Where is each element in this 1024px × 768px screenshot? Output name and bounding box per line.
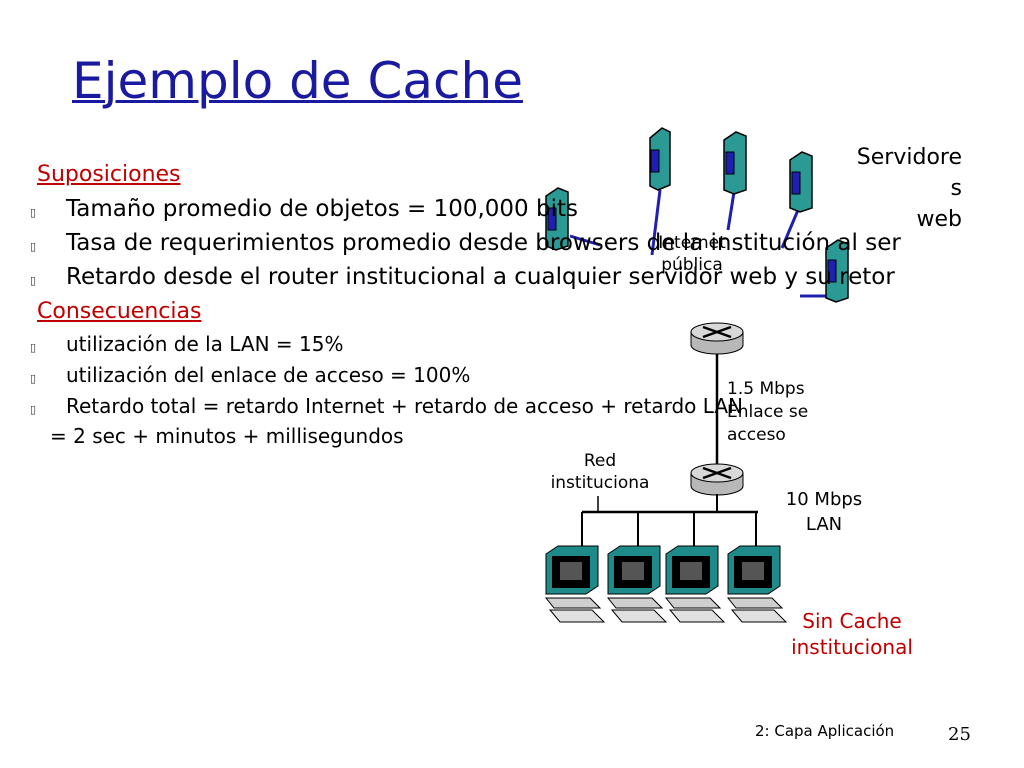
server-icon (545, 187, 569, 251)
footer-chapter: 2: Capa Aplicación (755, 722, 895, 740)
server-link (726, 191, 736, 231)
server-link (569, 234, 601, 247)
access-link-label: 1.5 Mbps Enlace se acceso (727, 378, 808, 447)
internet-label-line: pública (661, 255, 723, 275)
no-cache-label-line: institucional (791, 635, 913, 659)
lan-label: 10 Mbps LAN (772, 487, 876, 537)
access-link-label-line: Enlace se (727, 402, 809, 422)
assumption-text: Tamaño promedio de objetos = 100,000 bit… (66, 196, 578, 222)
bullet-marker: ▯ (30, 372, 37, 385)
institution-network-label: Red instituciona (536, 450, 664, 494)
internet-label: Internet pública (636, 232, 748, 276)
assumption-item: ▯ Tamaño promedio de objetos = 100,000 bi… (30, 196, 578, 222)
assumption-item: ▯ Tasa de requerimientos promedio desde b… (30, 230, 901, 256)
consequence-item: ▯ utilización del enlace de acceso = 100% (30, 363, 470, 387)
access-link-label-line: 1.5 Mbps (727, 379, 805, 399)
assumption-text: Tasa de requerimientos promedio desde br… (66, 230, 901, 256)
no-cache-label-line: Sin Cache (802, 609, 902, 633)
bullet-marker: ▯ (30, 206, 37, 219)
bullet-marker: ▯ (30, 341, 37, 354)
server-link (650, 189, 662, 256)
assumption-item: ▯ Retardo desde el router institucional a… (30, 264, 895, 290)
server-icon (825, 239, 849, 303)
router-icon (690, 322, 744, 355)
computer-icon (726, 545, 788, 623)
servers-label-line: Servidore (856, 145, 962, 170)
bullet-marker: ▯ (30, 240, 37, 253)
consequence-text: utilización de la LAN = 15% (66, 332, 344, 356)
router-icon (690, 463, 744, 496)
institution-label-line: instituciona (550, 473, 650, 493)
computer-icon (664, 545, 726, 623)
page-number: 25 (948, 724, 971, 745)
no-cache-label: Sin Cache institucional (772, 608, 932, 660)
internet-label-line: Internet (658, 233, 726, 253)
consequence-continuation: = 2 sec + minutos + millisegundos (50, 424, 404, 448)
consequences-heading: Consecuencias (37, 299, 202, 324)
server-icon (723, 131, 747, 195)
consequence-text: utilización del enlace de acceso = 100% (66, 363, 471, 387)
access-link-label-line: acceso (727, 425, 786, 445)
computer-icon (544, 545, 606, 623)
consequence-text: Retardo total = retardo Internet + retar… (66, 394, 743, 418)
lan-label-line: LAN (805, 514, 843, 535)
servers-label-line: s (950, 176, 962, 201)
computer-icon (606, 545, 668, 623)
bullet-marker: ▯ (30, 274, 37, 287)
lan-label-line: 10 Mbps (785, 489, 863, 510)
servers-label: Servidore s web (830, 142, 962, 235)
slide-title: Ejemplo de Cache (72, 52, 523, 110)
institution-label-line: Red (583, 451, 617, 471)
server-icon (649, 127, 671, 191)
servers-label-line: web (916, 207, 963, 232)
consequence-item: ▯ Retardo total = retardo Internet + reta… (30, 394, 743, 418)
assumptions-heading: Suposiciones (37, 162, 181, 187)
server-link (780, 209, 800, 249)
assumption-text: Retardo desde el router institucional a … (66, 264, 895, 290)
server-icon (789, 151, 813, 213)
consequence-item: ▯ utilización de la LAN = 15% (30, 332, 343, 356)
bullet-marker: ▯ (30, 403, 37, 416)
